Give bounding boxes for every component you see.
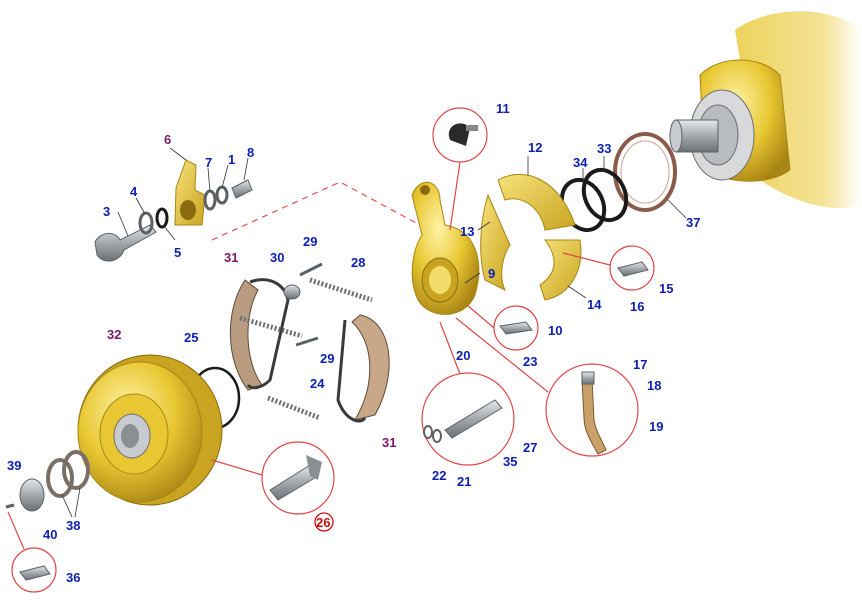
label-14[interactable]: 14 bbox=[587, 297, 602, 312]
label-40[interactable]: 40 bbox=[43, 527, 57, 542]
label-13[interactable]: 13 bbox=[460, 224, 474, 239]
return-spring-upper bbox=[239, 315, 303, 339]
label-32[interactable]: 32 bbox=[107, 327, 121, 342]
label-37[interactable]: 37 bbox=[686, 215, 700, 230]
detail-bubble-20 bbox=[421, 372, 515, 466]
roller-30 bbox=[283, 284, 301, 300]
label-35[interactable]: 35 bbox=[503, 454, 517, 469]
cam-shaft-3 bbox=[94, 224, 157, 262]
label-25[interactable]: 25 bbox=[184, 330, 198, 345]
label-31-left[interactable]: 31 bbox=[224, 250, 238, 265]
washer-7 bbox=[203, 189, 217, 211]
leader-38 bbox=[61, 487, 81, 518]
detail-bubble-10 bbox=[493, 305, 539, 351]
label-27[interactable]: 27 bbox=[523, 440, 537, 455]
dust-shield-12 bbox=[497, 173, 576, 231]
callout-labels: 1 3 4 5 6 7 8 9 10 11 12 13 14 15 16 17 … bbox=[7, 101, 700, 585]
label-1[interactable]: 1 bbox=[228, 152, 235, 167]
label-39[interactable]: 39 bbox=[7, 458, 21, 473]
label-12[interactable]: 12 bbox=[528, 140, 542, 155]
label-36[interactable]: 36 bbox=[66, 570, 80, 585]
screw-39 bbox=[5, 503, 15, 509]
label-29-upper[interactable]: 29 bbox=[303, 234, 317, 249]
pin-29-upper bbox=[299, 262, 323, 277]
label-5[interactable]: 5 bbox=[174, 245, 181, 260]
dust-shield-13 bbox=[480, 193, 511, 292]
label-28[interactable]: 28 bbox=[351, 255, 365, 270]
label-10[interactable]: 10 bbox=[548, 323, 562, 338]
label-29-lower[interactable]: 29 bbox=[320, 351, 334, 366]
label-21[interactable]: 21 bbox=[457, 474, 471, 489]
detail-bubble-17 bbox=[545, 363, 639, 457]
pointer-lines bbox=[7, 161, 611, 550]
label-30[interactable]: 30 bbox=[270, 250, 284, 265]
label-31-right[interactable]: 31 bbox=[382, 435, 396, 450]
pin-29-lower bbox=[295, 336, 319, 347]
brake-shoe-right-31 bbox=[336, 314, 390, 423]
label-34[interactable]: 34 bbox=[573, 155, 588, 170]
label-18[interactable]: 18 bbox=[647, 378, 661, 393]
washer-4 bbox=[138, 211, 154, 235]
label-22[interactable]: 22 bbox=[432, 468, 446, 483]
detail-bubble-26 bbox=[261, 441, 335, 515]
detail-bubble-15 bbox=[609, 245, 655, 291]
detail-bubble-36 bbox=[11, 547, 57, 593]
label-9[interactable]: 9 bbox=[488, 266, 495, 281]
spacer-1 bbox=[215, 185, 229, 205]
callout-26-badge[interactable]: 26 bbox=[314, 512, 334, 532]
return-spring-24 bbox=[267, 395, 321, 421]
label-11[interactable]: 11 bbox=[496, 101, 510, 116]
slack-adjuster-6 bbox=[174, 159, 206, 226]
brake-drum-32 bbox=[77, 354, 223, 506]
leader-lines bbox=[117, 147, 687, 299]
label-38[interactable]: 38 bbox=[66, 518, 80, 533]
seal-5 bbox=[155, 207, 169, 229]
label-6[interactable]: 6 bbox=[164, 132, 171, 147]
label-17[interactable]: 17 bbox=[633, 357, 647, 372]
label-26[interactable]: 26 bbox=[316, 515, 330, 530]
axle-housing bbox=[669, 11, 862, 209]
label-7[interactable]: 7 bbox=[205, 155, 212, 170]
label-15[interactable]: 15 bbox=[659, 281, 673, 296]
seal-ring-33 bbox=[581, 167, 629, 223]
label-16[interactable]: 16 bbox=[630, 299, 644, 314]
label-19[interactable]: 19 bbox=[649, 419, 663, 434]
label-4[interactable]: 4 bbox=[130, 184, 138, 199]
shim-38b bbox=[46, 458, 74, 498]
return-spring-28 bbox=[309, 277, 373, 303]
label-24[interactable]: 24 bbox=[310, 376, 325, 391]
detail-bubble-11 bbox=[432, 107, 488, 163]
shim-38a bbox=[62, 450, 90, 490]
label-20[interactable]: 20 bbox=[456, 348, 470, 363]
label-3[interactable]: 3 bbox=[103, 204, 110, 219]
assembly-guide-line bbox=[211, 181, 421, 241]
label-33[interactable]: 33 bbox=[597, 141, 611, 156]
brake-spider-9 bbox=[411, 182, 480, 315]
cover-40 bbox=[19, 478, 45, 512]
brake-shoe-left-31 bbox=[229, 278, 290, 391]
label-23[interactable]: 23 bbox=[523, 354, 537, 369]
gasket-37 bbox=[613, 132, 677, 212]
label-8[interactable]: 8 bbox=[247, 145, 254, 160]
bolt-8 bbox=[231, 179, 253, 199]
